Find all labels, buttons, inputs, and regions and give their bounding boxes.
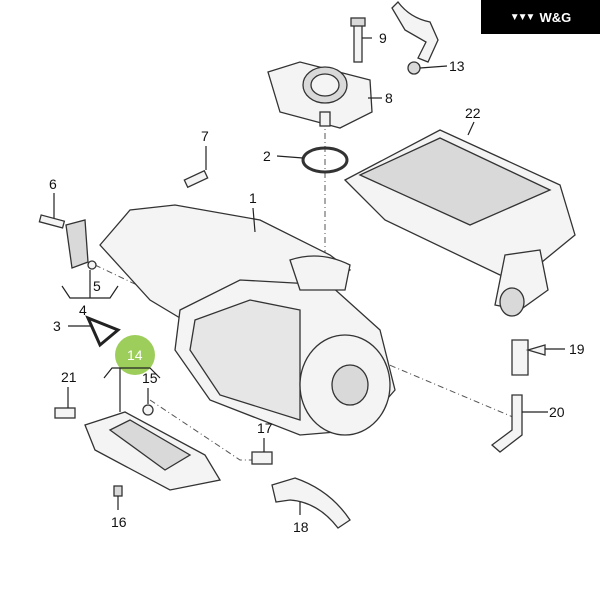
seal-ring-part-2[interactable] — [301, 146, 349, 174]
bolt-part-9[interactable] — [350, 17, 366, 63]
connector-part-19[interactable] — [511, 339, 546, 376]
intake-manifold-part-1[interactable] — [99, 204, 396, 436]
callout-7: 7 — [201, 128, 209, 144]
logo-text: W&G — [539, 9, 572, 25]
callout-18: 18 — [293, 519, 309, 535]
callout-8: 8 — [385, 90, 393, 106]
bracket-part[interactable] — [65, 219, 89, 269]
callout-14: 14 — [127, 347, 143, 363]
throttle-body-part-8[interactable] — [267, 61, 373, 129]
callout-4: 4 — [79, 302, 87, 318]
callout-16: 16 — [111, 514, 127, 530]
callout-15: 15 — [142, 370, 158, 386]
logo-mark-icon: ▼▼▼ — [509, 11, 536, 23]
air-filter-housing-part-22[interactable] — [343, 129, 576, 317]
callout-5: 5 — [93, 278, 101, 294]
callout-6: 6 — [49, 176, 57, 192]
highlight-circle — [115, 335, 155, 375]
callout-9: 9 — [379, 30, 387, 46]
clip-part-13[interactable] — [407, 61, 421, 75]
oring-part-5[interactable] — [87, 260, 97, 270]
callout-3: 3 — [53, 318, 61, 334]
callout-17: 17 — [257, 420, 273, 436]
bolt-part-6[interactable] — [38, 214, 66, 229]
callout-13: 13 — [449, 58, 465, 74]
actuator-part[interactable] — [84, 411, 222, 491]
callout-1: 1 — [249, 190, 257, 206]
callout-20: 20 — [549, 404, 565, 420]
callout-22: 22 — [465, 105, 481, 121]
bolt-part-7[interactable] — [183, 169, 209, 189]
assembly-line — [329, 339, 521, 421]
hose-part-20[interactable] — [490, 394, 523, 453]
hose-part-18[interactable] — [271, 477, 351, 529]
brand-logo: ▼▼▼ W&G — [481, 0, 600, 34]
plug-part-21[interactable] — [54, 407, 76, 419]
oring-part-15[interactable] — [142, 404, 154, 416]
assembly-line — [149, 399, 270, 461]
callout-19: 19 — [569, 341, 585, 357]
callout-21: 21 — [61, 369, 77, 385]
callout-2: 2 — [263, 148, 271, 164]
vent-hose[interactable] — [391, 1, 439, 63]
sleeve-part-17[interactable] — [251, 451, 273, 465]
screw-part-16[interactable] — [113, 485, 123, 497]
gasket-part-3[interactable] — [85, 315, 121, 348]
